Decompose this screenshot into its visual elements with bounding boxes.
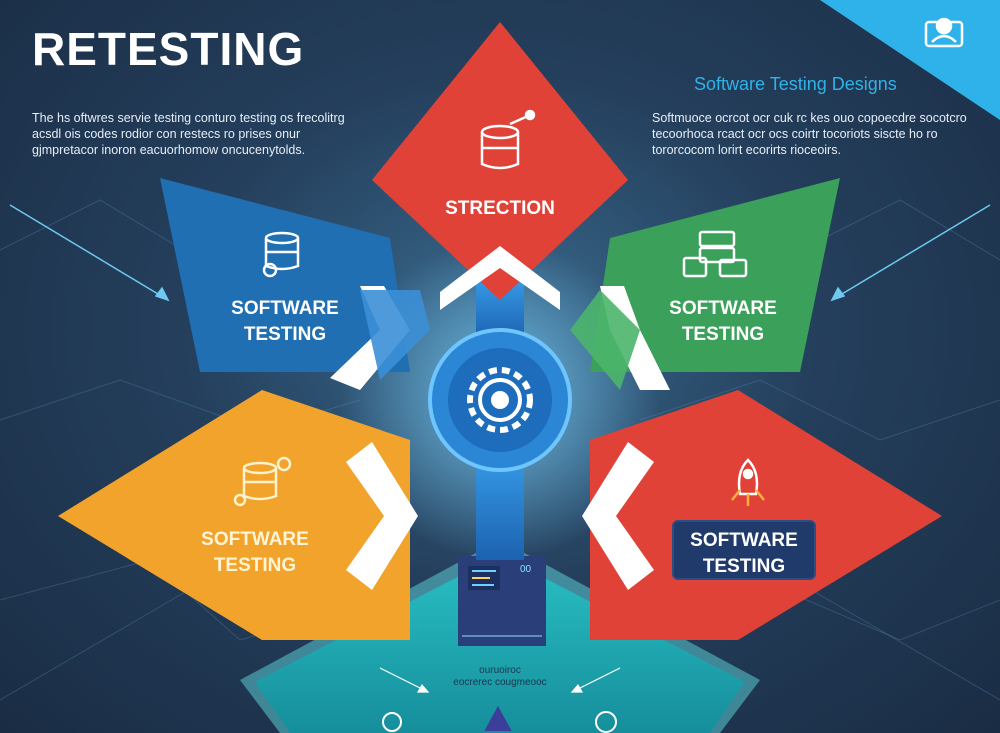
node-bottom-left-label-line2: TESTING [213,555,297,576]
node-bottom-left-label-line1: SOFTWARE [201,529,309,550]
node-right-label-line2: TESTING [681,324,765,345]
node-top [372,22,628,310]
subtitle-right: Software Testing Designs [694,74,897,94]
node-bottom-left [58,390,418,640]
rocket-icon [731,458,765,506]
node-left-label-line1: SOFTWARE [231,298,339,319]
node-bottom-left-label: SOFTWARE TESTING [160,527,350,579]
node-left-label-line2: TESTING [243,324,327,345]
server-monitor-icon [682,230,748,278]
server-screen: 00 [458,556,546,646]
database-wrench-icon [480,109,536,170]
gear-icon [467,367,533,433]
description-left: The hs oftwres servie testing conturo te… [32,111,345,157]
node-bottom-right-label-line2: TESTING [702,556,786,577]
connector-arrows [9,204,991,302]
node-left-label: SOFTWARE TESTING [190,296,380,348]
node-right-label: SOFTWARE TESTING [628,296,818,348]
database-gear-icon [262,231,300,278]
node-bottom-right-label-line1: SOFTWARE [690,530,798,551]
database-gears-icon [233,456,292,507]
node-bottom-right-label: SOFTWARE TESTING [672,520,816,580]
base-caption: ouruoiroc eocrerec cougmeooc [430,665,570,689]
node-right-label-line1: SOFTWARE [669,298,777,319]
base-caption-line1: ouruoiroc [479,665,521,676]
node-left [160,178,430,390]
svg-text:00: 00 [520,564,532,575]
page-title: RETESTING [32,23,305,75]
base-caption-line2: eocrerec cougmeooc [453,677,547,688]
user-support-icon [924,17,964,48]
base-icons [382,705,617,733]
node-top-label: STRECTION [445,198,555,219]
node-bottom-right [582,390,942,640]
corner-badge [820,0,1000,120]
base-arrows [379,667,621,693]
description-right: Softmuoce ocrcot ocr cuk rc kes ouo copo… [652,111,967,157]
node-right [570,178,840,390]
